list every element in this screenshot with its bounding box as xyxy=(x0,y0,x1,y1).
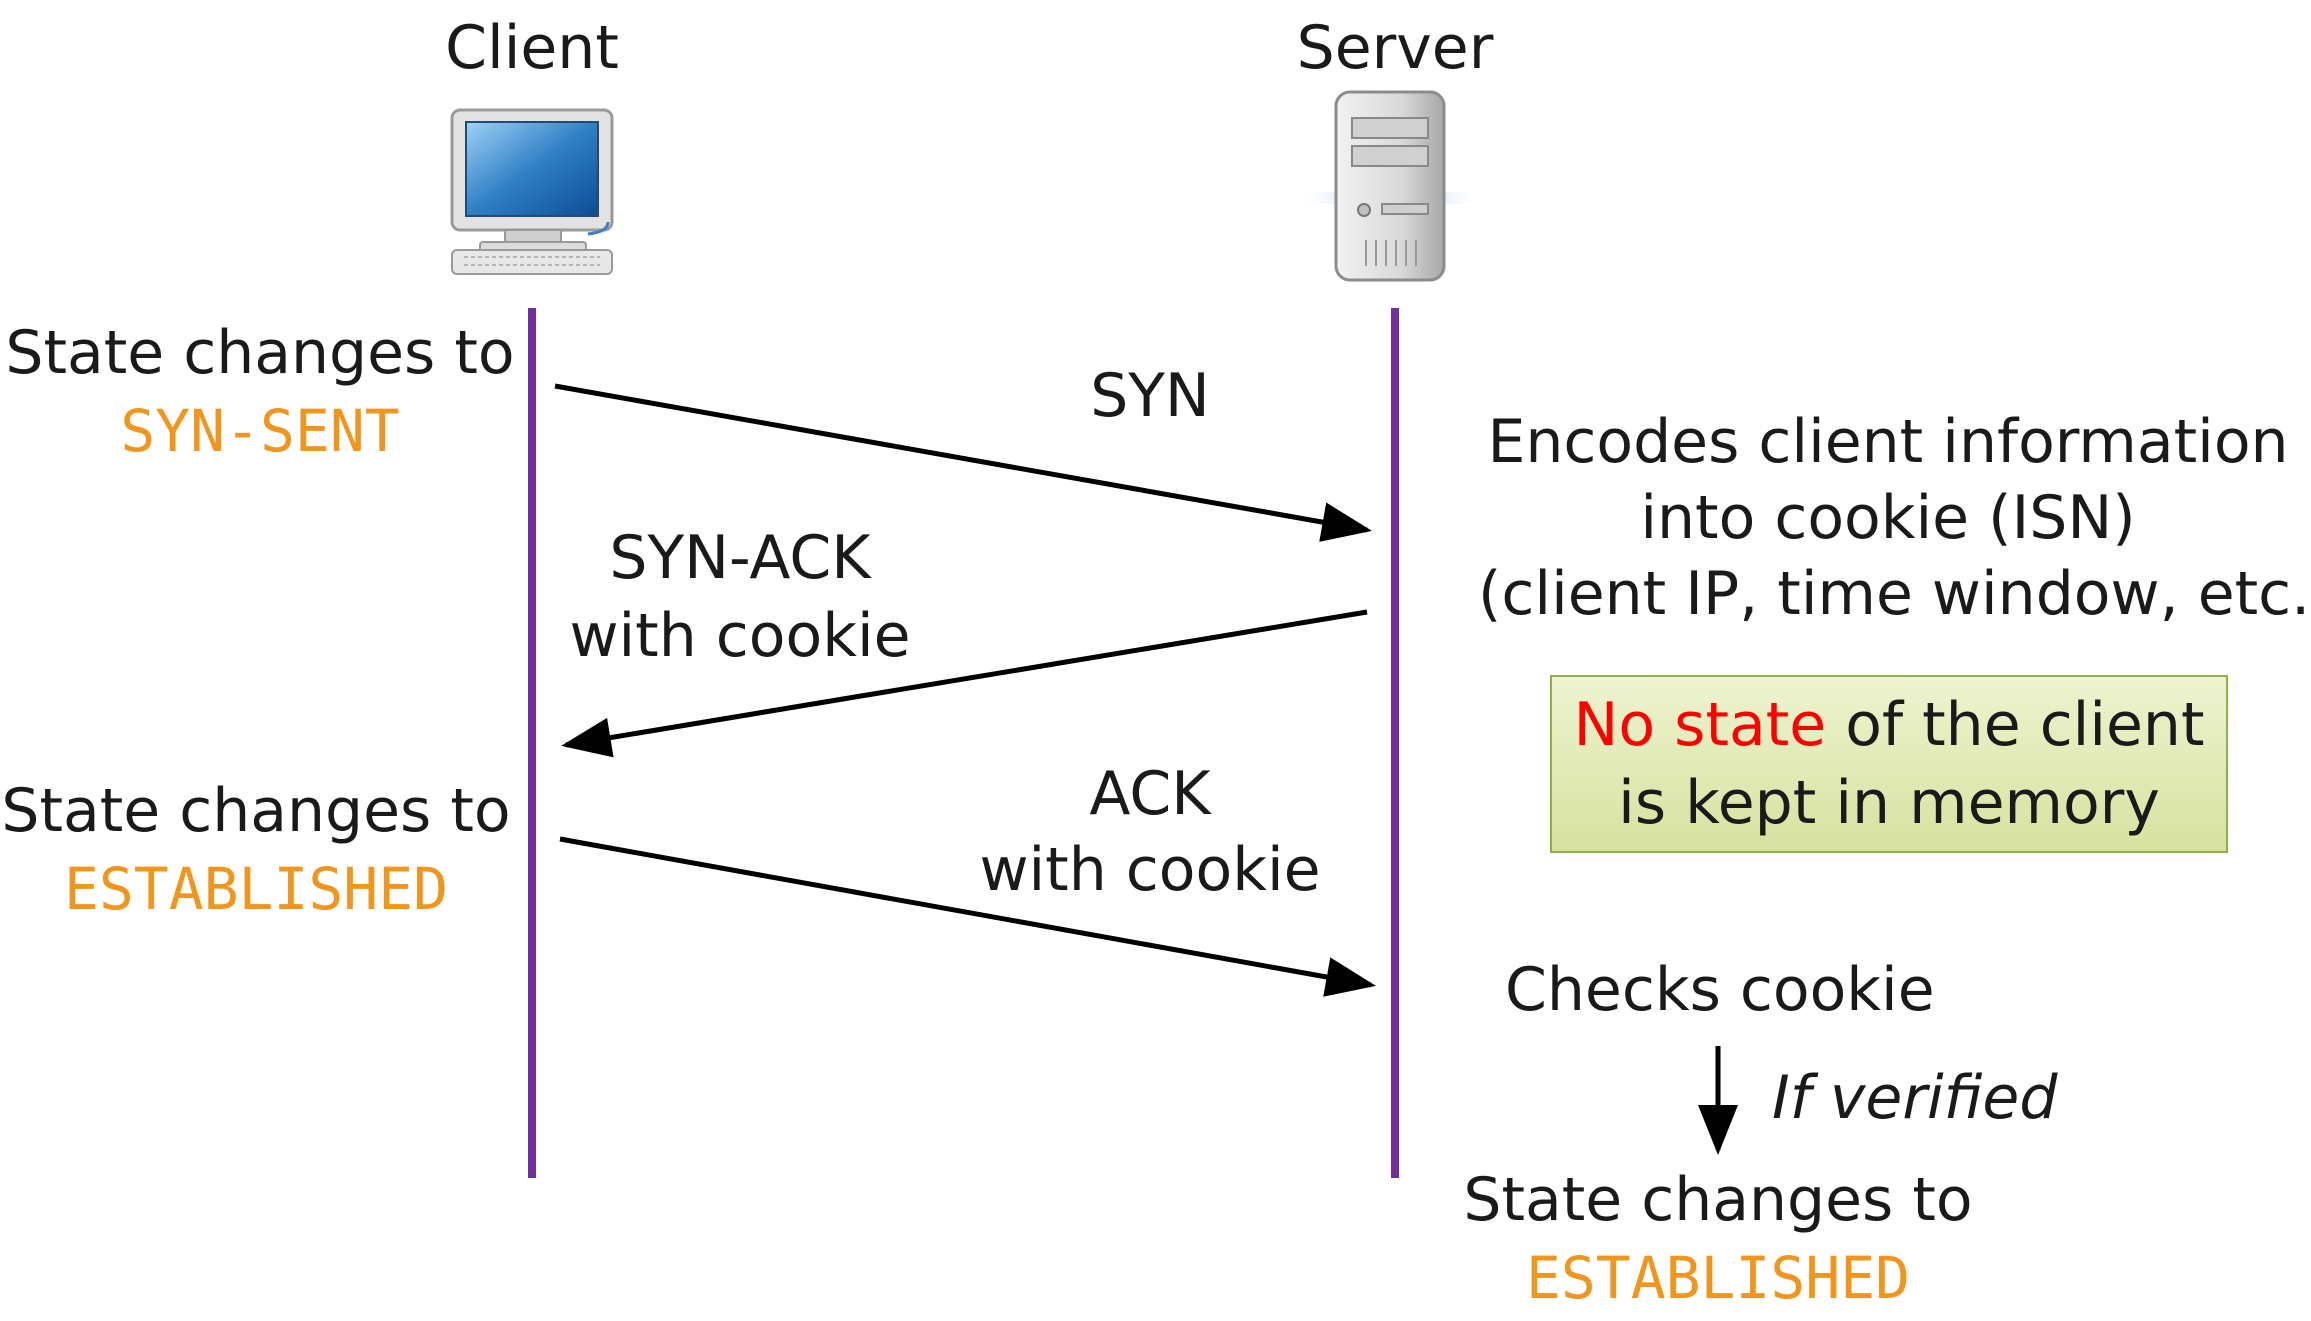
syn-ack-label-line-2: with cookie xyxy=(569,601,911,671)
memory-note-box: No state of the client is kept in memory xyxy=(1550,675,2228,853)
client-state-2-prefix: State changes to xyxy=(1,776,511,846)
ack-label-line-1: ACK xyxy=(1089,759,1211,829)
check-cookie-label: Checks cookie xyxy=(1505,955,1935,1025)
client-label: Client xyxy=(445,13,619,83)
syn-ack-label-line-1: SYN-ACK xyxy=(609,523,871,593)
server-state-value: ESTABLISHED xyxy=(1525,1244,1911,1312)
memory-note-line-1: No state of the client xyxy=(1552,687,2226,763)
syn-arrow xyxy=(554,383,1372,542)
encode-note-line-1: Encodes client information xyxy=(1487,407,2289,477)
server-state-prefix: State changes to xyxy=(1463,1165,1973,1235)
ack-label-line-2: with cookie xyxy=(979,835,1321,905)
ack-arrow xyxy=(559,836,1376,997)
server-tower-icon xyxy=(1300,90,1480,282)
memory-note-highlight: No state xyxy=(1573,690,1827,760)
if-verified-label: If verified xyxy=(1772,1063,2058,1133)
desktop-computer-icon xyxy=(450,108,614,275)
client-state-1-prefix: State changes to xyxy=(5,318,515,388)
syn-label: SYN xyxy=(1090,361,1210,431)
encode-note-line-3: (client IP, time window, etc.) xyxy=(1478,559,2311,629)
client-state-2-value: ESTABLISHED xyxy=(63,855,449,923)
memory-note-line-2: is kept in memory xyxy=(1618,768,2160,838)
syn-ack-arrow xyxy=(561,609,1368,758)
server-label: Server xyxy=(1296,13,1494,83)
memory-note-rest: of the client xyxy=(1826,690,2205,760)
client-state-1-value: SYN-SENT xyxy=(120,397,400,465)
encode-note-line-2: into cookie (ISN) xyxy=(1640,483,2136,553)
